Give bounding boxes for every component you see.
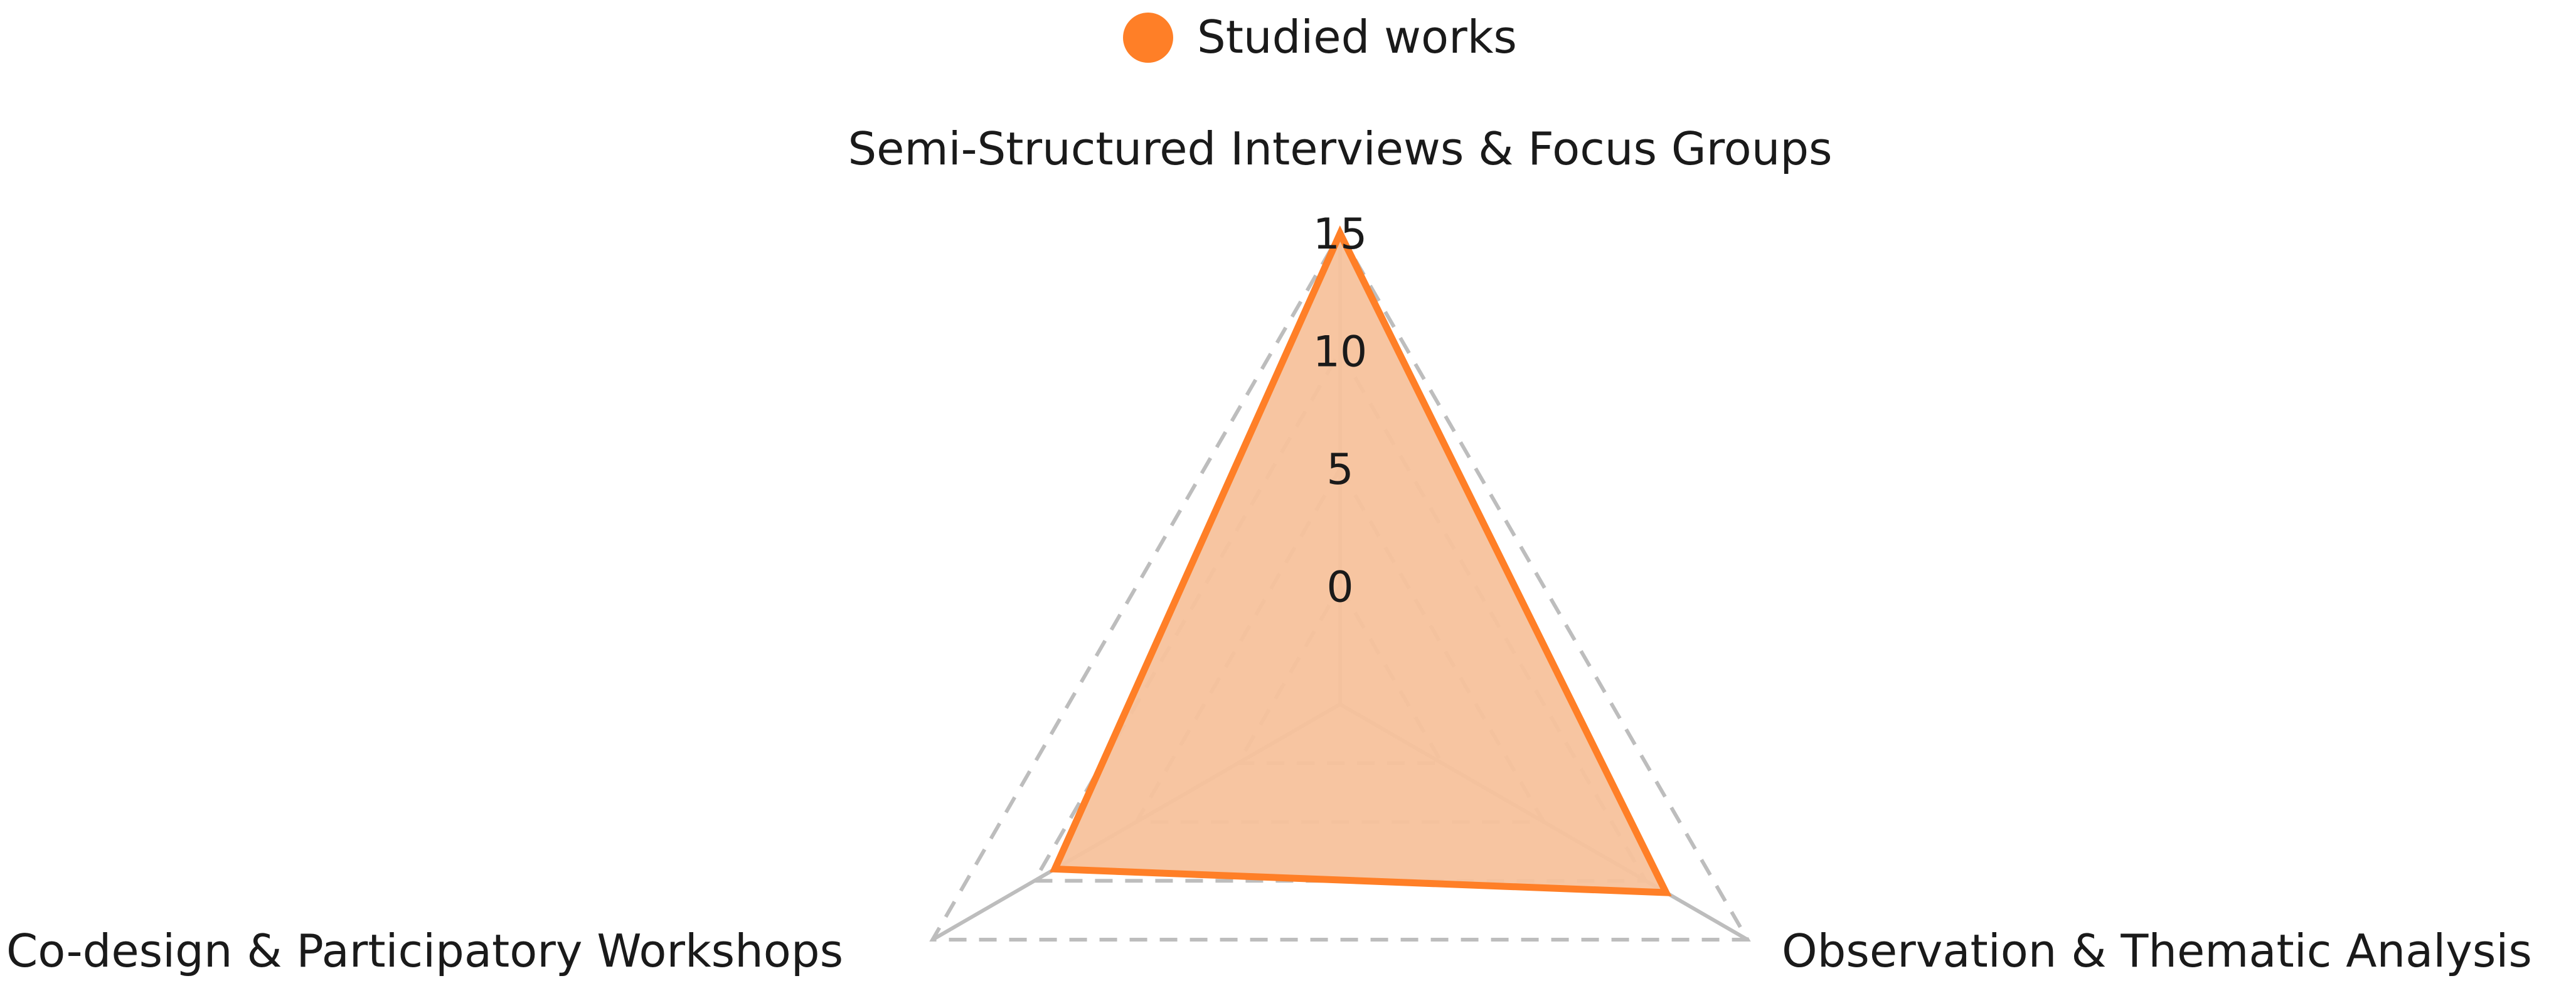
tick-label-5: 5 [1326, 445, 1353, 495]
tick-label-0: 0 [1326, 563, 1353, 613]
axis-labels: Semi-Structured Interviews & Focus Group… [6, 122, 2532, 977]
chart-legend: Studied works [1123, 11, 1517, 63]
legend-label: Studied works [1197, 11, 1517, 63]
series-area-studied-works [1049, 225, 1672, 896]
axis-label-0: Semi-Structured Interviews & Focus Group… [848, 122, 1832, 175]
tick-label-15: 15 [1313, 210, 1368, 259]
axis-label-2: Co-design & Participatory Workshops [6, 925, 843, 977]
tick-label-10: 10 [1313, 328, 1368, 377]
legend-marker-icon [1123, 13, 1173, 63]
axis-label-1: Observation & Thematic Analysis [1782, 925, 2532, 977]
grid-ring-15 [929, 229, 1751, 942]
radar-series [1049, 225, 1672, 896]
radial-tick-labels: 0 5 10 15 [1313, 210, 1368, 613]
